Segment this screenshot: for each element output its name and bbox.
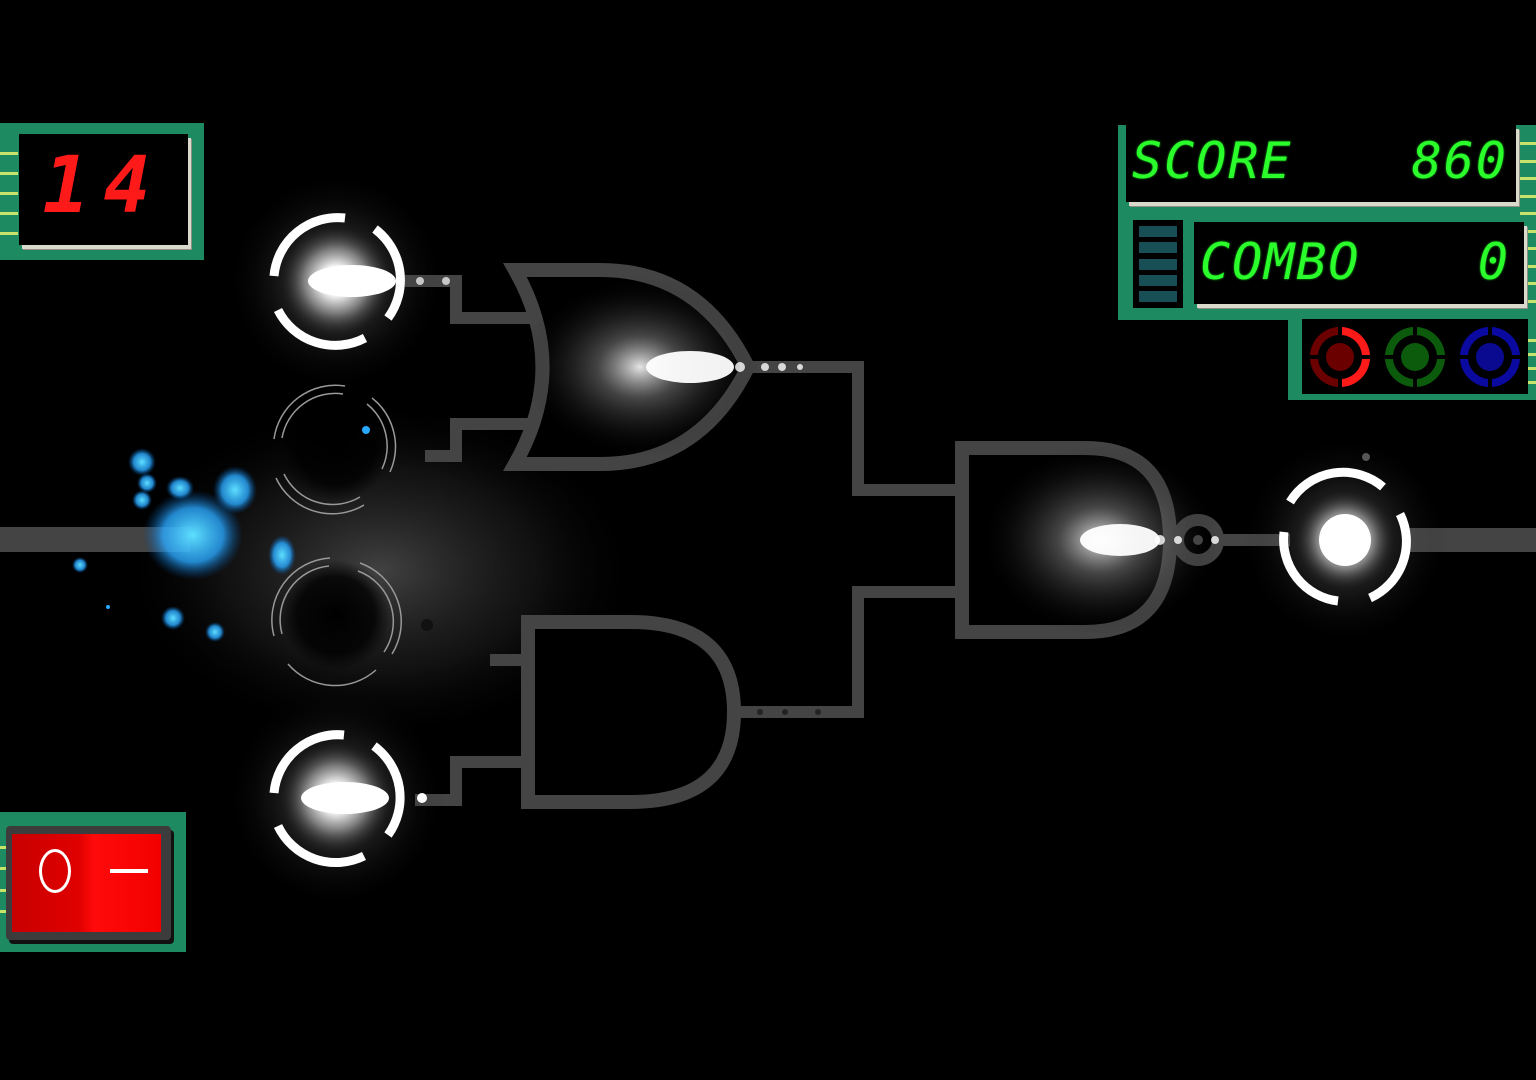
timer-panel: 14 (0, 123, 204, 260)
combo-display: COMBO 0 (1194, 222, 1524, 304)
color-targets-panel (1288, 314, 1536, 400)
and-gate (521, 615, 821, 809)
score-value: 860 (1411, 132, 1508, 190)
combo-meter-segment (1139, 274, 1177, 286)
combo-meter-segment (1139, 258, 1177, 270)
blue-target-icon (1460, 326, 1521, 387)
on-symbol-icon (110, 869, 148, 873)
red-target-icon (1309, 326, 1370, 387)
wire-input2-or (425, 418, 540, 462)
input-node-3[interactable] (271, 557, 433, 687)
score-label: SCORE (1132, 132, 1293, 190)
timer-value: 14 (42, 141, 165, 231)
green-target-icon (1384, 326, 1445, 387)
combo-value: 0 (1477, 233, 1510, 291)
or-gate (502, 263, 803, 471)
combo-label: COMBO (1200, 233, 1361, 291)
power-switch[interactable] (6, 826, 171, 940)
wires (405, 275, 1290, 806)
pcb-pins (0, 143, 18, 243)
pcb-pins (0, 837, 6, 922)
combo-meter-segment (1139, 226, 1177, 237)
power-switch-panel (0, 812, 186, 952)
combo-meter (1133, 220, 1183, 308)
wire-and-nand (735, 586, 962, 718)
color-targets (1302, 319, 1528, 394)
spark-particles (72, 448, 296, 642)
off-symbol-icon (39, 849, 71, 893)
score-display: SCORE 860 (1126, 125, 1516, 202)
output-node (1240, 435, 1450, 645)
input-node-1[interactable] (226, 171, 450, 391)
input-node-4[interactable] (226, 688, 446, 908)
pcb-pins (1526, 334, 1536, 389)
combo-meter-segment (1139, 242, 1177, 254)
wire-or-nand (735, 361, 962, 496)
combo-meter-segment (1139, 291, 1177, 302)
power-switch-rocker[interactable] (12, 834, 161, 932)
pcb-pins (1520, 135, 1536, 310)
input-node-2[interactable] (273, 384, 397, 515)
score-combo-panel: SCORE 860 COMBO 0 (1118, 125, 1536, 320)
nand-gate (955, 441, 1224, 639)
timer-display: 14 (19, 134, 188, 245)
